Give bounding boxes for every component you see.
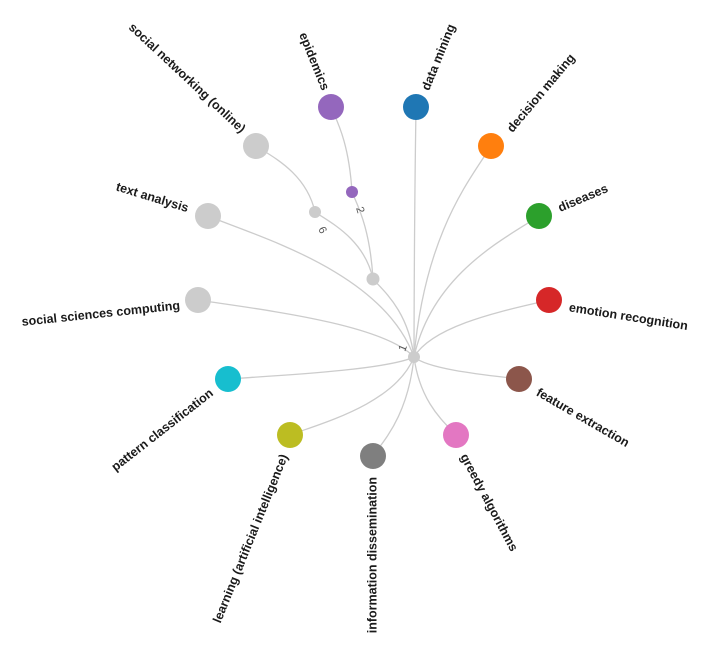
inner-node-label-branch_6: 6 [315,225,328,236]
link-root-to-data-mining [413,106,417,358]
link-root-to-information-dissemination [372,356,415,457]
link-branch_6-to-social-networking-online [255,145,316,213]
link-root-to-text-analysis [207,215,415,358]
link-branch_2-to-epidemics [330,106,353,193]
link-root-to-branch_a [372,278,415,358]
link-root-to-diseases [413,215,540,358]
leaf-label-epidemics: epidemics [296,30,332,92]
inner-node-branch_a[interactable] [366,272,380,286]
leaf-node-social-networking-online[interactable] [243,133,269,159]
leaf-label-data-mining: data mining [419,22,458,92]
leaf-node-emotion-recognition[interactable] [536,287,562,313]
tree-links [197,106,550,457]
link-root-to-emotion-recognition [413,299,550,358]
leaf-node-epidemics[interactable] [318,94,344,120]
leaf-label-diseases: diseases [556,181,610,215]
inner-node-branch_6[interactable] [309,206,321,218]
link-root-to-greedy-algorithms [413,356,457,436]
leaf-node-information-dissemination[interactable] [360,443,386,469]
leaf-label-learning-ai: learning (artificial intelligence) [210,452,291,625]
link-root-to-pattern-classification [227,356,415,380]
leaf-label-emotion-recognition: emotion recognition [568,300,689,333]
leaf-label-information-dissemination: information dissemination [365,477,379,633]
link-root-to-learning-ai [289,356,415,436]
leaf-node-decision-making[interactable] [478,133,504,159]
inner-node-branch_2[interactable] [346,186,358,198]
inner-node-root[interactable] [408,351,420,363]
tree-labels: 1 6 2 social networking (online) epidemics da… [21,20,689,633]
inner-node-label-root: 1 [397,343,410,353]
leaf-node-feature-extraction[interactable] [506,366,532,392]
leaf-label-social-networking-online: social networking (online) [126,20,248,135]
link-root-to-social-sciences-computing [197,299,415,358]
leaf-label-greedy-algorithms: greedy algorithms [457,451,520,553]
link-root-to-decision-making [413,145,492,358]
leaf-node-pattern-classification[interactable] [215,366,241,392]
leaf-label-pattern-classification: pattern classification [109,386,216,474]
leaf-label-social-sciences-computing: social sciences computing [21,298,181,329]
leaf-node-data-mining[interactable] [403,94,429,120]
leaf-label-decision-making: decision making [504,51,578,135]
leaf-node-greedy-algorithms[interactable] [443,422,469,448]
leaf-node-learning-ai[interactable] [277,422,303,448]
leaf-label-feature-extraction: feature extraction [534,385,632,450]
leaf-node-diseases[interactable] [526,203,552,229]
leaf-node-text-analysis[interactable] [195,203,221,229]
leaf-node-social-sciences-computing[interactable] [185,287,211,313]
inner-node-label-branch_2: 2 [353,205,366,214]
leaf-label-text-analysis: text analysis [114,180,190,215]
link-root-to-feature-extraction [413,356,520,380]
tree-nodes [185,94,562,469]
